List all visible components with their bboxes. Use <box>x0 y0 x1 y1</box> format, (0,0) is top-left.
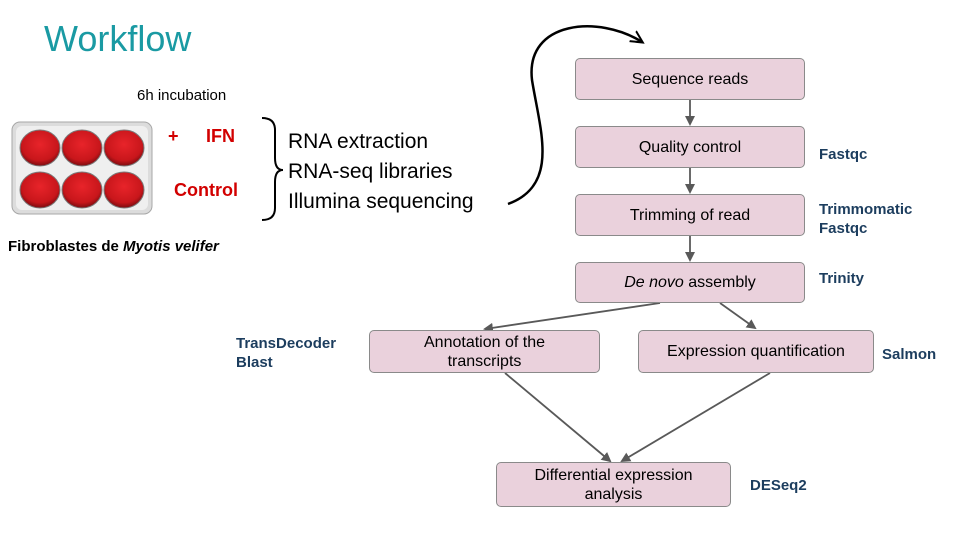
tool-deseq2: DESeq2 <box>750 477 807 494</box>
tool-trinity: Trinity <box>819 270 865 287</box>
six-well-plate-icon <box>11 121 153 215</box>
control-label: Control <box>174 180 238 200</box>
incubation-label: 6h incubation <box>137 87 227 104</box>
step-rna-extraction: RNA extraction <box>288 130 429 153</box>
step-rna-seq-libraries: RNA-seq libraries <box>288 160 453 183</box>
arrow-annotation-deseq <box>504 372 612 463</box>
box-quality-control: Quality control <box>575 126 805 168</box>
tool-fastqc: Fastqc <box>819 146 868 163</box>
tool-transdecoder: TransDecoder <box>236 335 337 352</box>
plus-sign: + <box>168 126 179 146</box>
arrow-assembly-quant <box>719 302 757 330</box>
arrow-assembly-annotation <box>483 302 661 333</box>
tool-fastqc-2: Fastqc <box>819 220 868 237</box>
tool-trimmomatic: Trimmomatic <box>819 201 913 218</box>
box-sequence-reads: Sequence reads <box>575 58 805 100</box>
box-annotation: Annotation of the transcripts <box>369 330 600 373</box>
box-de-novo-assembly: De novo assembly <box>575 262 805 303</box>
box-differential-expression: Differential expression analysis <box>496 462 731 507</box>
ifn-label: IFN <box>206 126 235 146</box>
plate-caption: Fibroblastes de Myotis velifer <box>8 238 219 255</box>
curly-brace <box>261 117 284 221</box>
arrow-quant-deseq <box>620 372 771 463</box>
tool-blast: Blast <box>236 354 273 371</box>
box-trimming: Trimming of read <box>575 194 805 236</box>
assembly-rest: assembly <box>683 274 756 291</box>
caption-species: Myotis velifer <box>123 238 219 255</box>
caption-prefix: Fibroblastes de <box>8 238 124 255</box>
assembly-italic: De novo <box>624 274 684 291</box>
box-expression-quantification: Expression quantification <box>638 330 874 373</box>
tool-salmon: Salmon <box>882 346 937 363</box>
curved-arrow <box>507 25 642 206</box>
step-illumina-sequencing: Illumina sequencing <box>288 190 474 213</box>
page-title: Workflow <box>44 18 192 59</box>
